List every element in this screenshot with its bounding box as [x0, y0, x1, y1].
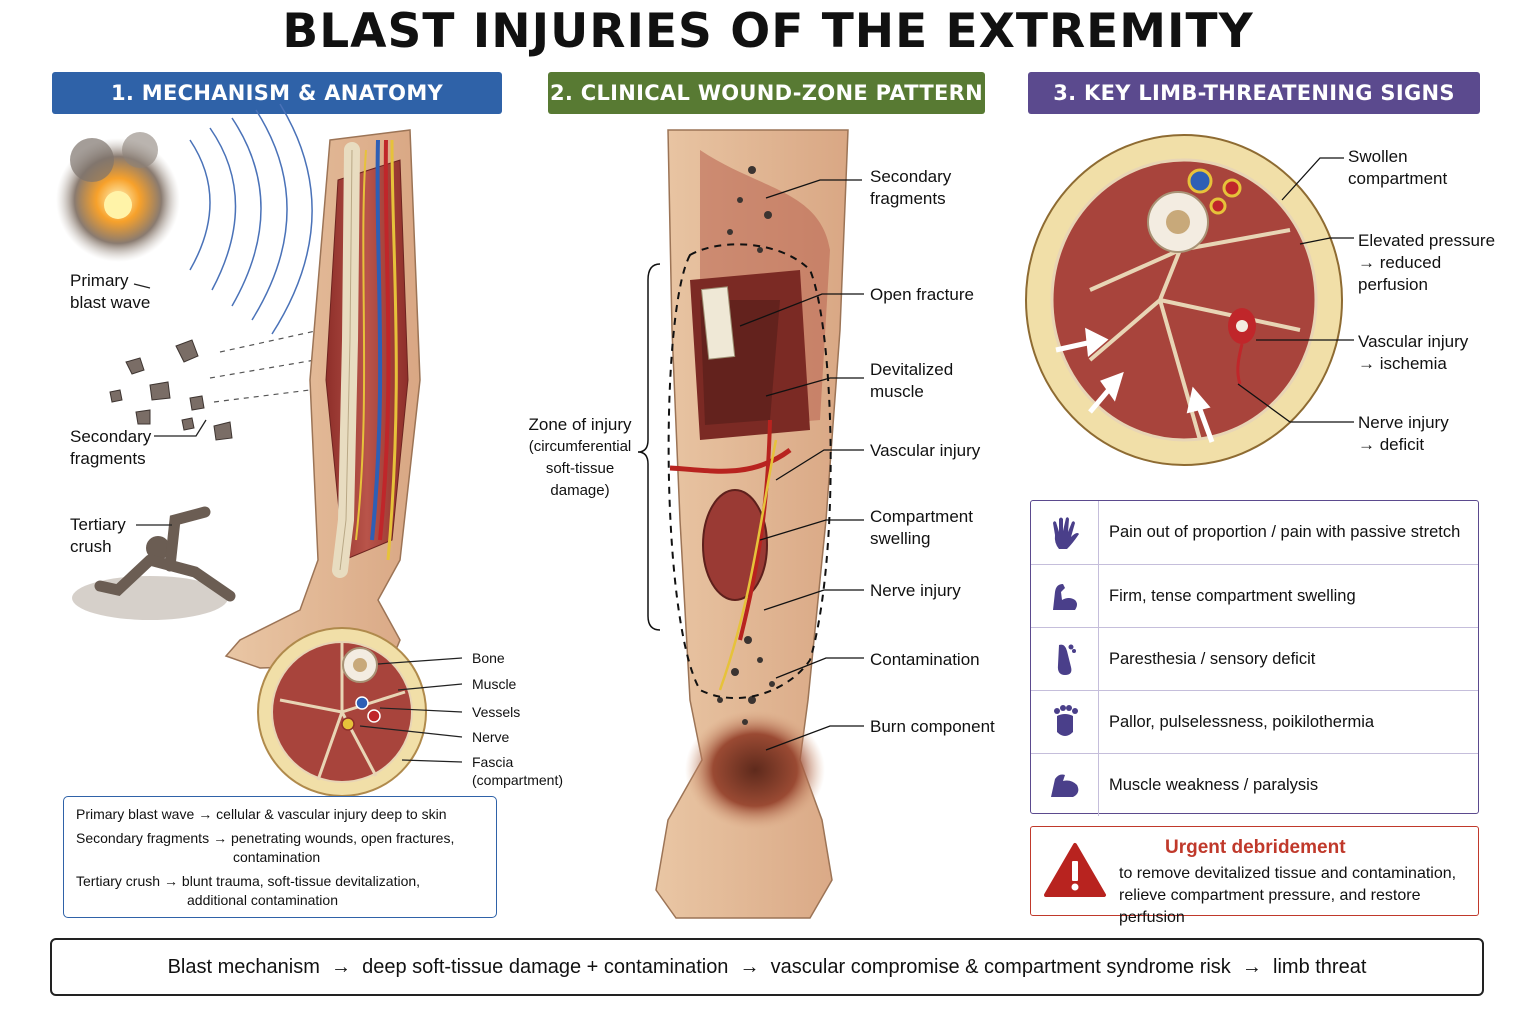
- sign-row: Muscle weakness / paralysis: [1031, 753, 1478, 816]
- cross-label-muscle: Muscle: [472, 676, 517, 692]
- wound-label-open-fracture: Open fracture: [870, 285, 974, 304]
- limb-cross-section-large: [1025, 134, 1343, 466]
- sign-label-vascular: Vascular injury→ ischemia: [1358, 332, 1469, 373]
- pathophysiology-flow-banner: Blast mechanism → deep soft-tissue damag…: [50, 938, 1484, 996]
- summary-row: Primary blast wave→ cellular & vascular …: [76, 806, 447, 822]
- summary-row-cont: contamination: [233, 849, 321, 865]
- urgent-text: to remove devitalized tissue and contami…: [1119, 865, 1457, 926]
- page-title: BLAST INJURIES OF THE EXTREMITY: [282, 4, 1254, 59]
- sign-text: Firm, tense compartment swelling: [1109, 586, 1356, 605]
- section-header-signs: 3. KEY LIMB-THREATENING SIGNS: [1028, 72, 1480, 114]
- wound-label-vascular: Vascular injury: [870, 441, 981, 460]
- cross-label-fascia: Fascia(compartment): [472, 754, 564, 788]
- cross-label-vessels: Vessels: [472, 704, 521, 720]
- zone-of-injury-outline: [637, 243, 832, 699]
- blast-wave-icon: [189, 103, 313, 335]
- wound-label-contamination: Contamination: [870, 650, 980, 669]
- urgent-title: Urgent debridement: [1165, 837, 1346, 858]
- section-header-mechanism: 1. MECHANISM & ANATOMY: [52, 72, 502, 114]
- cross-label-nerve: Nerve: [472, 729, 510, 745]
- wound-label-burn: Burn component: [870, 717, 995, 736]
- limb-threat-signs-table: Pain out of proportion / pain with passi…: [1030, 500, 1479, 816]
- wounded-leg-illustration: [655, 129, 849, 919]
- sign-text: Pallor, pulselessness, poikilothermia: [1109, 712, 1375, 731]
- falling-person-icon: [72, 506, 236, 620]
- summary-row: Tertiary crush→ blunt trauma, soft-tissu…: [76, 873, 421, 889]
- summary-row: Secondary fragments→ penetrating wounds,…: [76, 830, 455, 846]
- wound-label-nerve: Nerve injury: [870, 581, 961, 600]
- sign-text: Pain out of proportion / pain with passi…: [1109, 523, 1461, 541]
- sign-row: Firm, tense compartment swelling: [1031, 564, 1478, 627]
- fragment-icons: [109, 339, 233, 441]
- leg-anatomy-illustration: [224, 129, 421, 669]
- section-header-wound-zone: 2. CLINICAL WOUND-ZONE PATTERN: [548, 72, 985, 114]
- cross-label-bone: Bone: [472, 650, 505, 666]
- sign-text: Paresthesia / sensory deficit: [1109, 649, 1316, 668]
- limb-cross-section-small: [257, 627, 427, 797]
- foot-print-icon: [1031, 691, 1099, 753]
- flow-text: Blast mechanism → deep soft-tissue damag…: [167, 955, 1367, 978]
- urgent-debridement-box: Urgent debridement to remove devitalized…: [1030, 826, 1479, 926]
- summary-row-cont: additional contamination: [187, 892, 338, 908]
- mechanism-summary-box: Primary blast wave→ cellular & vascular …: [63, 796, 497, 918]
- warning-icon: [1044, 843, 1106, 897]
- foot-icon: [1031, 628, 1099, 690]
- sign-row: Paresthesia / sensory deficit: [1031, 627, 1478, 690]
- explosion-icon: [56, 132, 180, 262]
- sign-label-nerve: Nerve injury→ deficit: [1358, 413, 1449, 454]
- pressure-arrow-icons: [1055, 327, 1215, 443]
- sign-row: Pain out of proportion / pain with passi…: [1031, 501, 1478, 564]
- bicep-icon: [1031, 754, 1099, 816]
- hand-icon: [1031, 501, 1099, 564]
- sign-text: Muscle weakness / paralysis: [1109, 775, 1319, 794]
- flexed-arm-icon: [1031, 565, 1099, 627]
- zone-of-injury-label: Zone of injury (circumferential soft-tis…: [528, 415, 632, 499]
- sign-row: Pallor, pulselessness, poikilothermia: [1031, 690, 1478, 753]
